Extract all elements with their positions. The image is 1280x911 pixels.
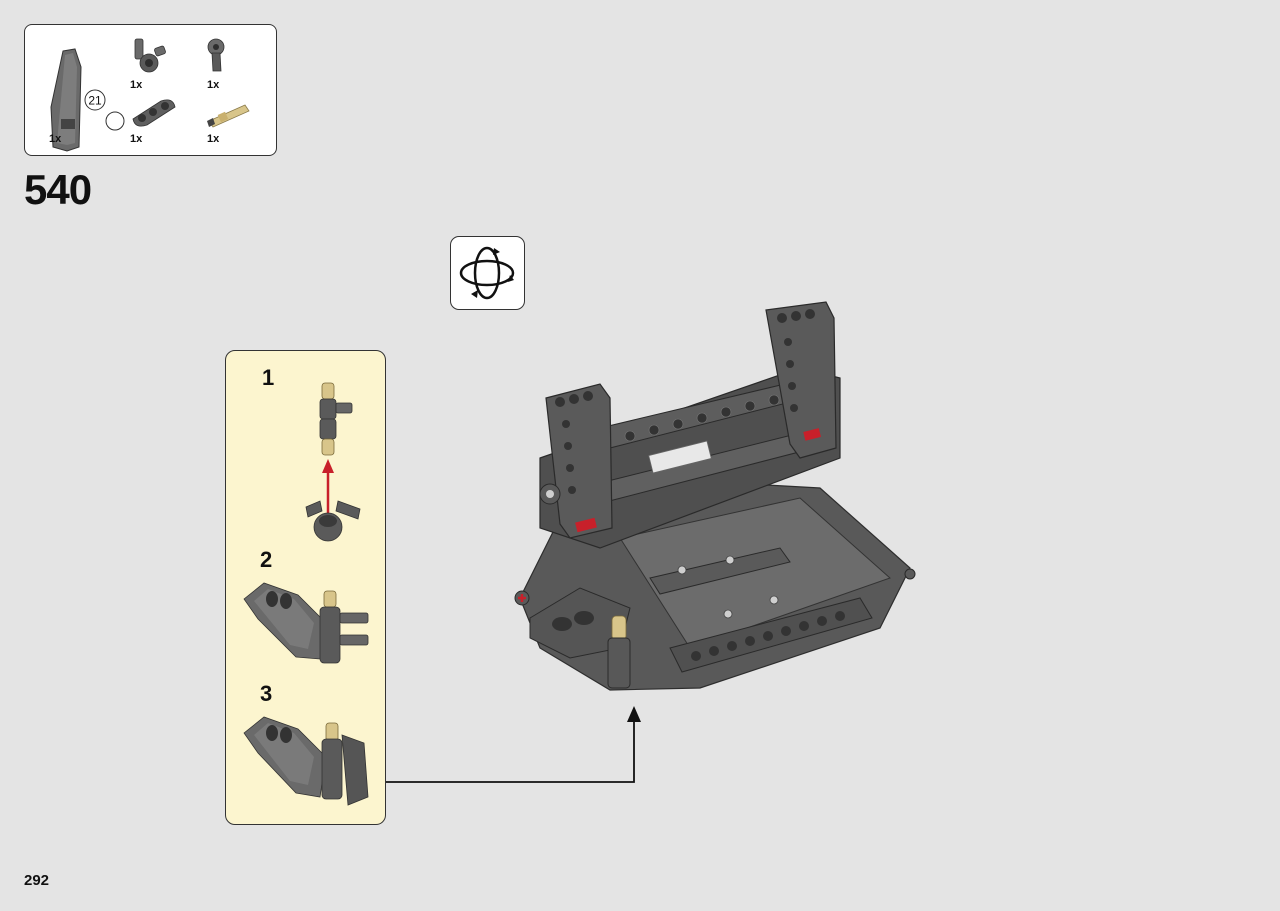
substep-3-illustration bbox=[243, 716, 369, 806]
curved-panel-part-icon bbox=[50, 48, 125, 152]
part-qty: 1x bbox=[130, 79, 143, 91]
substeps-panel: 1 2 3 bbox=[225, 350, 386, 825]
angle-connector-part-icon bbox=[207, 38, 225, 72]
substep-number: 2 bbox=[260, 547, 273, 572]
step-number: 540 bbox=[24, 166, 92, 213]
part-qty: 1x bbox=[130, 133, 143, 145]
page-number: 292 bbox=[24, 872, 50, 889]
substep-number: 1 bbox=[262, 365, 275, 390]
substep-1-illustration bbox=[305, 382, 361, 542]
substep-2-illustration bbox=[243, 582, 369, 664]
main-model-illustration bbox=[514, 301, 916, 691]
rotate-model-box bbox=[450, 236, 525, 310]
callout-arrow bbox=[386, 706, 641, 783]
substep-number: 3 bbox=[260, 681, 273, 706]
callout-circle: 21 bbox=[84, 89, 106, 111]
beam-3-part-icon bbox=[132, 99, 176, 127]
part-qty: 1x bbox=[49, 133, 62, 145]
callout-number: 21 bbox=[88, 94, 102, 108]
part-qty: 1x bbox=[207, 79, 220, 91]
parts-list-box: 21 1x 1x 1x 1x 1x bbox=[24, 24, 277, 156]
part-qty: 1x bbox=[207, 133, 220, 145]
tan-axle-pin-part-icon bbox=[207, 104, 250, 128]
axle-connector-part-icon bbox=[134, 38, 166, 73]
rotate-model-icon bbox=[459, 246, 515, 300]
